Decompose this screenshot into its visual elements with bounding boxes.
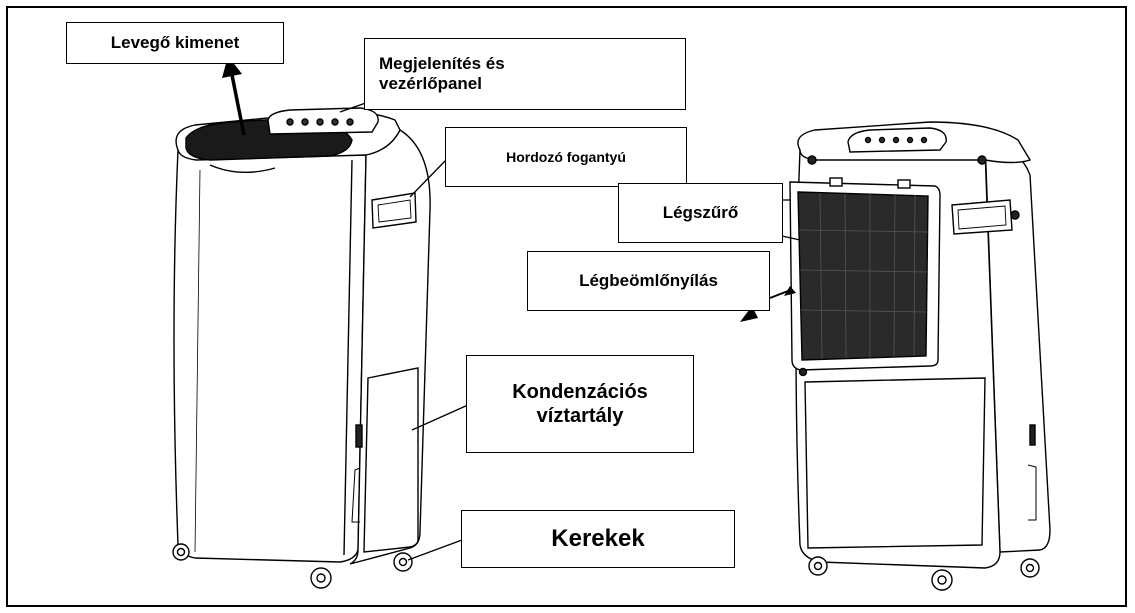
label-wheels-text: Kerekek <box>551 524 645 552</box>
front-wheels <box>172 543 413 589</box>
inlet-arrow-1 <box>769 290 789 299</box>
rear-unit <box>789 121 1051 591</box>
label-display-panel-line2: vezérlőpanel <box>379 74 482 93</box>
front-unit-body <box>173 149 367 563</box>
label-display-panel: Megjelenítés és vezérlőpanel <box>364 38 686 110</box>
label-air-inlet: Légbeömlőnyílás <box>527 251 770 311</box>
label-water-tank-line2: víztartály <box>536 405 624 427</box>
label-display-panel-line1: Megjelenítés és <box>379 53 505 73</box>
label-water-tank-line1: Kondenzációs <box>512 381 648 403</box>
tank-latch <box>355 424 363 448</box>
filter-leader <box>781 235 801 241</box>
control-button <box>316 118 324 126</box>
air-filter-grille <box>797 191 929 361</box>
rear-wheels <box>808 556 1040 591</box>
label-air-outlet-text: Levegő kimenet <box>110 32 240 52</box>
control-button <box>331 118 339 126</box>
front-seam <box>343 159 353 556</box>
filter-mesh <box>798 192 929 360</box>
label-carry-handle-text: Hordozó fogantyú <box>506 148 626 165</box>
handle-leader <box>409 159 447 198</box>
label-air-outlet: Levegő kimenet <box>66 22 284 64</box>
label-wheels: Kerekek <box>461 510 735 568</box>
front-contour <box>194 169 201 553</box>
label-air-inlet-text: Légbeömlőnyílás <box>579 270 718 290</box>
label-carry-handle: Hordozó fogantyú <box>445 127 687 187</box>
water-tank-leader <box>411 404 469 431</box>
control-button <box>286 118 294 126</box>
label-air-filter-text: Légszűrő <box>662 202 739 222</box>
control-button <box>301 118 309 126</box>
rear-water-tank <box>804 377 986 549</box>
carry-handle-shape <box>371 192 417 229</box>
water-tank-shape <box>363 367 419 553</box>
label-air-filter: Légszűrő <box>618 183 783 243</box>
control-button <box>346 118 354 126</box>
air-outlet-arrow <box>230 74 246 136</box>
front-unit <box>172 107 431 589</box>
wheels-leader <box>407 539 463 561</box>
label-water-tank: Kondenzációs víztartály <box>466 355 694 453</box>
front-grip <box>209 164 276 174</box>
